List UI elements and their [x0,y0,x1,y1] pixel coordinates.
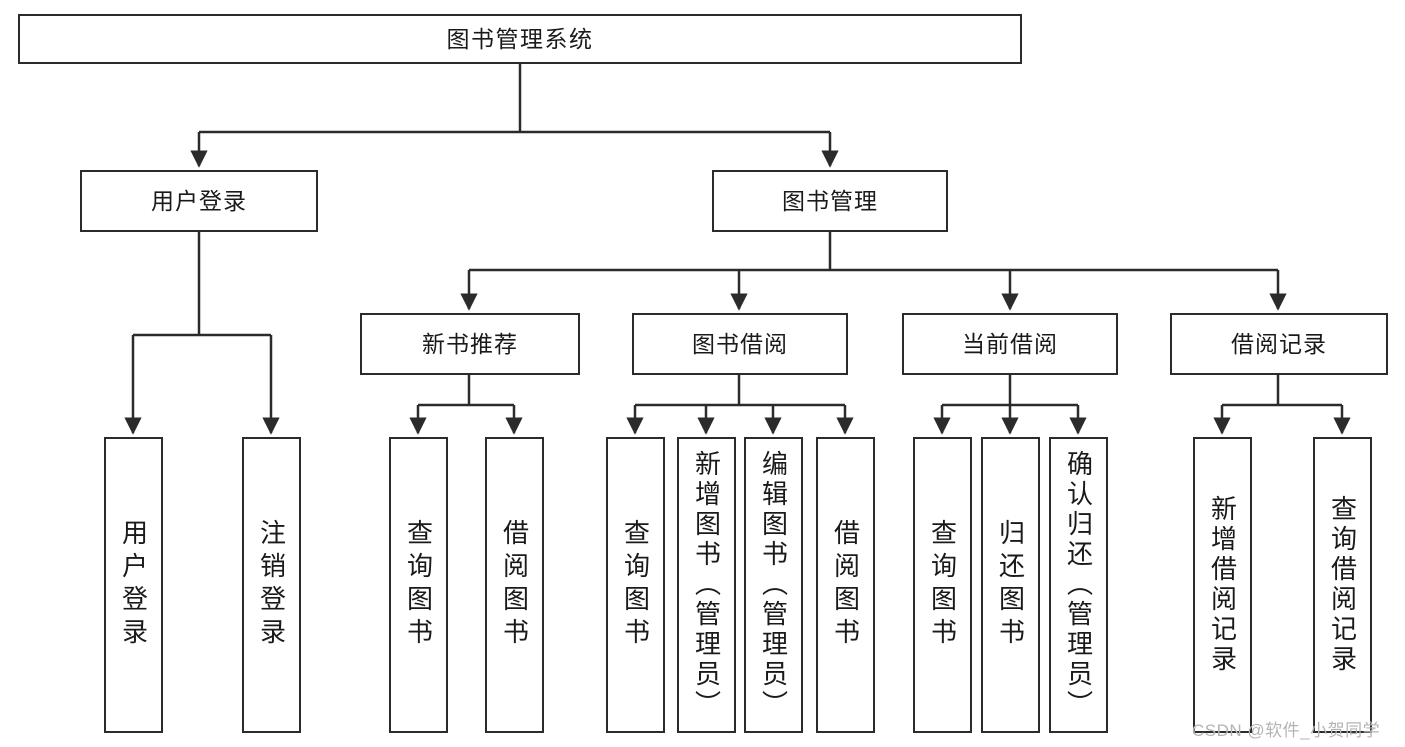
node-label: 借阅图书 [830,519,861,651]
node-label: 查询图书 [620,519,651,651]
node-user-login[interactable]: 用户登录 [80,170,318,232]
node-label: 确认归还（管理员） [1063,450,1094,720]
csdn-watermark: CSDN @软件_小贺同学 [1192,721,1381,740]
node-label: 用户登录 [151,187,247,214]
node-leaf-query-book-1[interactable]: 查询图书 [389,437,448,733]
node-label: 图书管理 [782,187,878,214]
node-leaf-user-logout[interactable]: 注销登录 [242,437,301,733]
node-label: 新增图书（管理员） [691,450,722,720]
node-label: 编辑图书（管理员） [758,450,789,720]
node-leaf-user-login[interactable]: 用户登录 [104,437,163,733]
node-borrow-record[interactable]: 借阅记录 [1170,313,1388,375]
node-label: 借阅图书 [499,519,530,651]
node-current-borrow[interactable]: 当前借阅 [902,313,1118,375]
node-label: 归还图书 [995,519,1026,651]
node-label: 图书借阅 [692,330,788,357]
node-label: 图书管理系统 [446,25,594,52]
node-label: 用户登录 [118,519,149,651]
node-label: 查询借阅记录 [1327,495,1358,675]
node-leaf-add-record[interactable]: 新增借阅记录 [1193,437,1252,733]
node-book-manage[interactable]: 图书管理 [712,170,948,232]
node-leaf-borrow-book-2[interactable]: 借阅图书 [816,437,875,733]
node-leaf-query-record[interactable]: 查询借阅记录 [1313,437,1372,733]
node-label: 查询图书 [403,519,434,651]
node-leaf-query-book-2[interactable]: 查询图书 [606,437,665,733]
node-label: 借阅记录 [1231,330,1327,357]
node-leaf-borrow-book-1[interactable]: 借阅图书 [485,437,544,733]
node-label: 查询图书 [927,519,958,651]
node-leaf-query-book-3[interactable]: 查询图书 [913,437,972,733]
node-book-borrow[interactable]: 图书借阅 [632,313,848,375]
node-label: 注销登录 [256,519,287,651]
node-leaf-add-book[interactable]: 新增图书（管理员） [677,437,736,733]
node-leaf-confirm-return[interactable]: 确认归还（管理员） [1049,437,1108,733]
node-label: 当前借阅 [962,330,1058,357]
node-leaf-return-book[interactable]: 归还图书 [981,437,1040,733]
node-leaf-edit-book[interactable]: 编辑图书（管理员） [744,437,803,733]
node-label: 新增借阅记录 [1207,495,1238,675]
node-label: 新书推荐 [422,330,518,357]
node-new-book-recommend[interactable]: 新书推荐 [360,313,580,375]
node-root-system[interactable]: 图书管理系统 [18,14,1022,64]
